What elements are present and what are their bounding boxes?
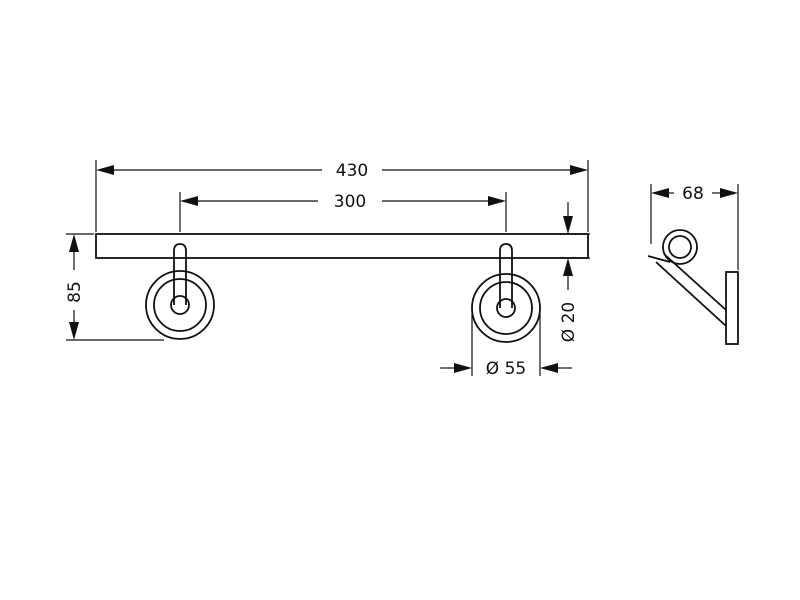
arrowhead — [540, 363, 558, 373]
arrowhead — [570, 165, 588, 175]
left-bracket — [145, 243, 215, 340]
dimension-height: 85 — [65, 233, 164, 341]
arrowhead — [454, 363, 472, 373]
right-rosette-hub — [496, 298, 516, 318]
dimension-overall-length: 430 — [95, 160, 589, 232]
bracket-spacing-label: 300 — [334, 192, 366, 212]
depth-label: 68 — [682, 184, 704, 204]
side-wall-plate — [725, 271, 739, 345]
side-view — [647, 229, 739, 345]
arrowhead — [69, 234, 79, 252]
dimension-rod-diameter: Ø 20 — [559, 202, 590, 342]
rail-bar — [95, 233, 589, 259]
right-rosette-inner — [479, 281, 533, 335]
rosette-diameter-label: Ø 55 — [486, 359, 526, 379]
right-bracket — [471, 243, 541, 343]
right-rosette-outer — [471, 273, 541, 343]
left-rosette-inner — [153, 278, 207, 332]
arrowhead — [69, 322, 79, 340]
dimension-depth: 68 — [650, 184, 739, 270]
dimension-rosette-diameter: Ø 55 — [440, 310, 572, 379]
height-label: 85 — [65, 281, 85, 303]
arrowhead — [488, 196, 506, 206]
left-post — [173, 243, 187, 305]
arrowhead — [651, 188, 669, 198]
arrowhead — [180, 196, 198, 206]
overall-length-label: 430 — [336, 161, 368, 181]
side-rail-section-outer — [662, 229, 698, 265]
right-post — [499, 243, 513, 308]
left-rosette-hub — [170, 295, 190, 315]
left-rosette-outer — [145, 270, 215, 340]
arrowhead — [96, 165, 114, 175]
arrowhead — [720, 188, 738, 198]
side-rail-tangent — [647, 255, 671, 263]
side-arm-lower — [655, 261, 727, 327]
front-view — [95, 233, 589, 343]
arrowhead — [563, 216, 573, 234]
dimension-bracket-spacing: 300 — [179, 192, 507, 232]
arrowhead — [563, 258, 573, 276]
side-rail-section-inner — [668, 235, 692, 259]
rod-diameter-label: Ø 20 — [559, 302, 579, 342]
